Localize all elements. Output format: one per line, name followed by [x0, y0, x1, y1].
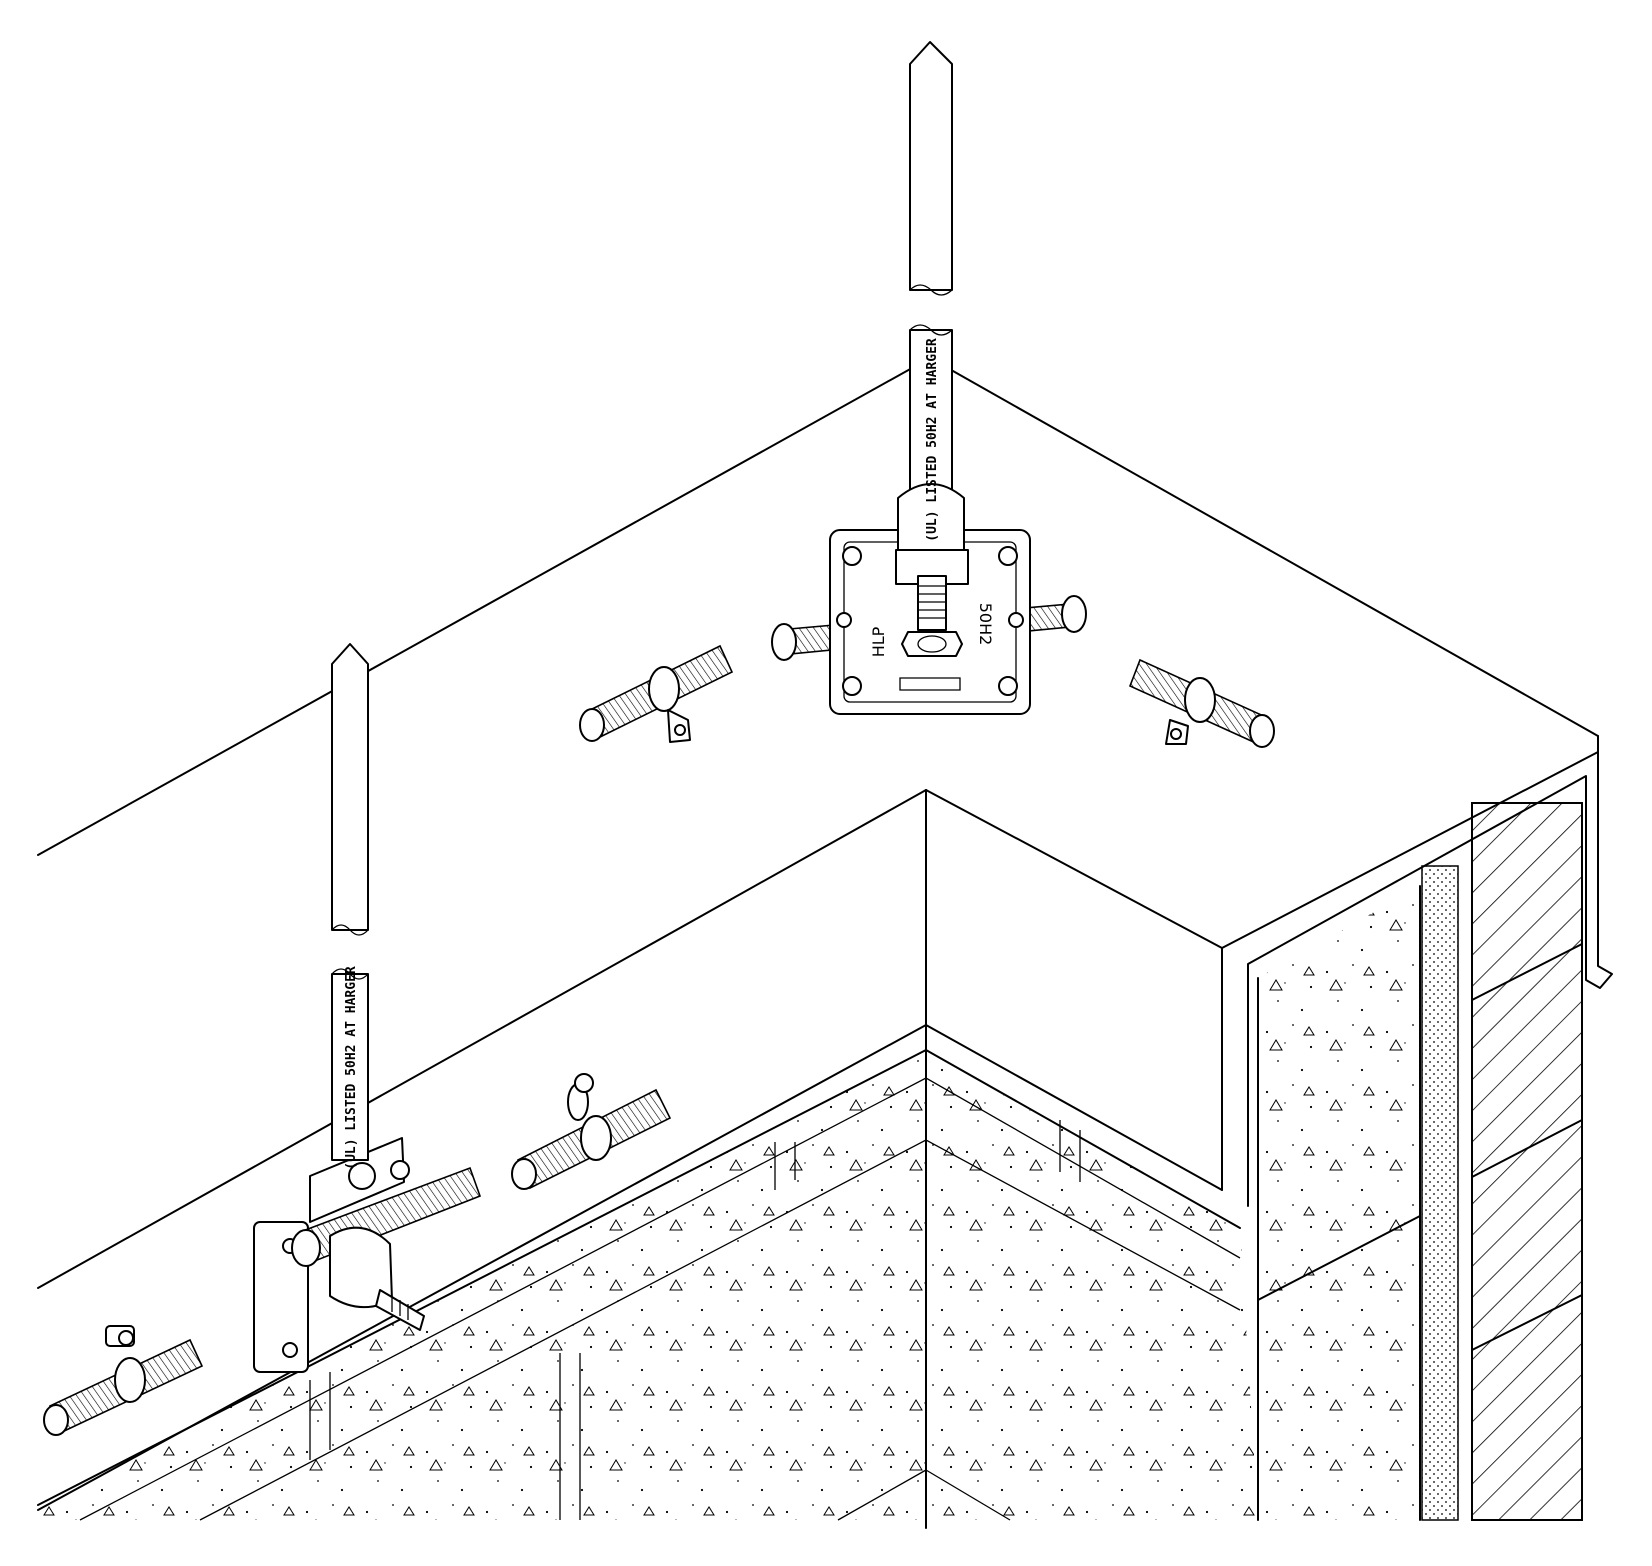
base-plate-main: HLP 50H2: [771, 529, 1087, 715]
roof-surface: [37, 357, 1599, 856]
rod-marking-left: (UL) LISTED 50H2 AT HARGER: [344, 966, 359, 1170]
plate-label-right: 50H2: [976, 603, 995, 646]
base-plate-left: [253, 1137, 482, 1373]
cable-clamp-roof-right: [1128, 658, 1275, 748]
cable-clamp-lower-left: [43, 1325, 204, 1436]
cable-clamp-roof-left: [579, 644, 734, 743]
masonry-wall: [38, 886, 1420, 1521]
plate-label-left: HLP: [869, 626, 888, 657]
wall-section: [1257, 802, 1583, 1521]
air-terminal-rod-main: (UL) LISTED 50H2 AT HARGER: [897, 41, 965, 551]
cable-clamp-parapet: [511, 1073, 672, 1190]
rod-marking-main: (UL) LISTED 50H2 AT HARGER: [925, 338, 940, 542]
air-terminal-rod-left: (UL) LISTED 50H2 AT HARGER: [331, 643, 369, 1170]
coping-flashing: [1247, 751, 1613, 1207]
